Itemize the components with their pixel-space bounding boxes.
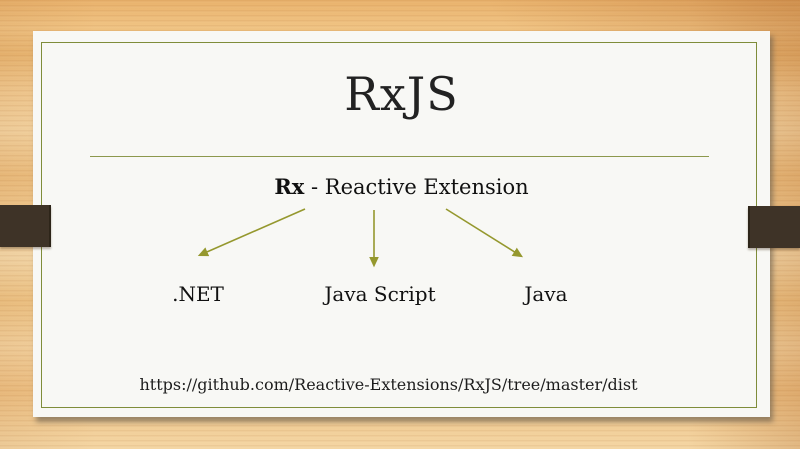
slide-subtitle: Rx - Reactive Extension	[33, 174, 770, 199]
title-divider-line	[90, 156, 709, 157]
arrows-diagram	[197, 208, 524, 268]
subtitle-description: - Reactive Extension	[304, 175, 529, 199]
left-clip-bar	[0, 205, 51, 247]
subtitle-term: Rx	[274, 174, 305, 199]
slide: RxJS Rx - Reactive Extension .NET Java S…	[33, 31, 770, 417]
arrow-to-java-icon	[445, 208, 524, 258]
node-java: Java	[524, 282, 568, 306]
node-javascript: Java Script	[324, 282, 436, 306]
slide-title: RxJS	[344, 67, 459, 121]
node-dotnet: .NET	[172, 282, 224, 306]
right-clip-bar	[748, 206, 800, 248]
arrow-to-dotnet-icon	[197, 208, 306, 257]
github-repo-link-text: https://github.com/Reactive-Extensions/R…	[139, 375, 638, 394]
